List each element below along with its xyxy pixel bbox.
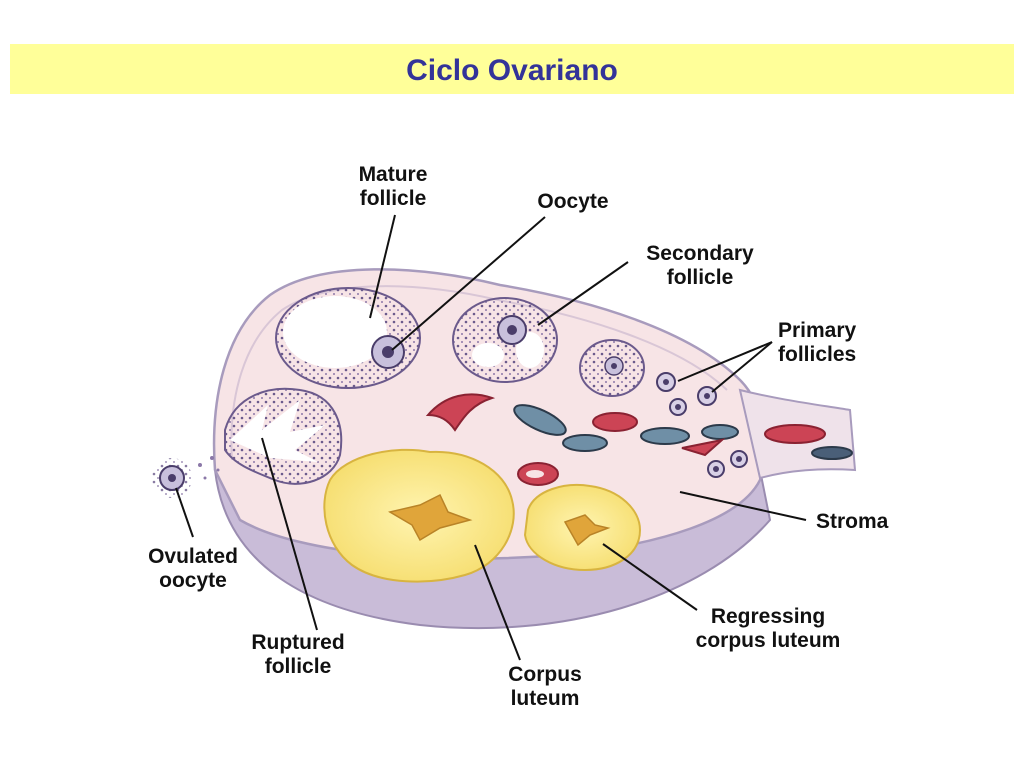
ovulated-oocyte: [152, 456, 220, 498]
mature-follicle: [275, 287, 421, 389]
label-primary-follicles-line2: follicles: [778, 343, 856, 366]
blood-vessels: [425, 393, 739, 486]
label-secondary-follicle-line2: follicle: [667, 266, 734, 289]
label-ruptured-follicle-line1: Ruptured: [251, 631, 344, 654]
primary-follicles: [656, 372, 748, 478]
label-ruptured-follicle-line2: follicle: [265, 655, 332, 678]
ligament-vessel-red: [764, 424, 826, 444]
label-ovulated-oocyte-line2: oocyte: [159, 569, 227, 592]
ruptured-follicle: [224, 387, 343, 485]
label-corpus-luteum-line2: luteum: [511, 687, 580, 710]
label-mature-follicle-line2: follicle: [360, 187, 427, 210]
label-regressing-corpus-luteum-line2: corpus luteum: [696, 629, 841, 652]
page-title: Ciclo Ovariano: [406, 54, 618, 87]
label-regressing-corpus-luteum-line1: Regressing: [711, 605, 825, 628]
corpus-luteum: [323, 448, 515, 583]
growing-follicle: [579, 339, 645, 397]
label-corpus-luteum-line1: Corpus: [508, 663, 582, 686]
label-stroma: Stroma: [816, 510, 889, 533]
label-ovulated-oocyte-line1: Ovulated: [148, 545, 238, 568]
label-primary-follicles-line1: Primary: [778, 319, 857, 342]
label-secondary-follicle-line1: Secondary: [646, 242, 754, 265]
secondary-follicle: [452, 297, 558, 383]
label-mature-follicle-line1: Mature: [359, 163, 428, 186]
ligament-vessel-blue: [811, 446, 853, 460]
title-bar: Ciclo Ovariano: [10, 44, 1014, 94]
label-oocyte: Oocyte: [537, 190, 608, 213]
leader-lines: [175, 214, 807, 661]
